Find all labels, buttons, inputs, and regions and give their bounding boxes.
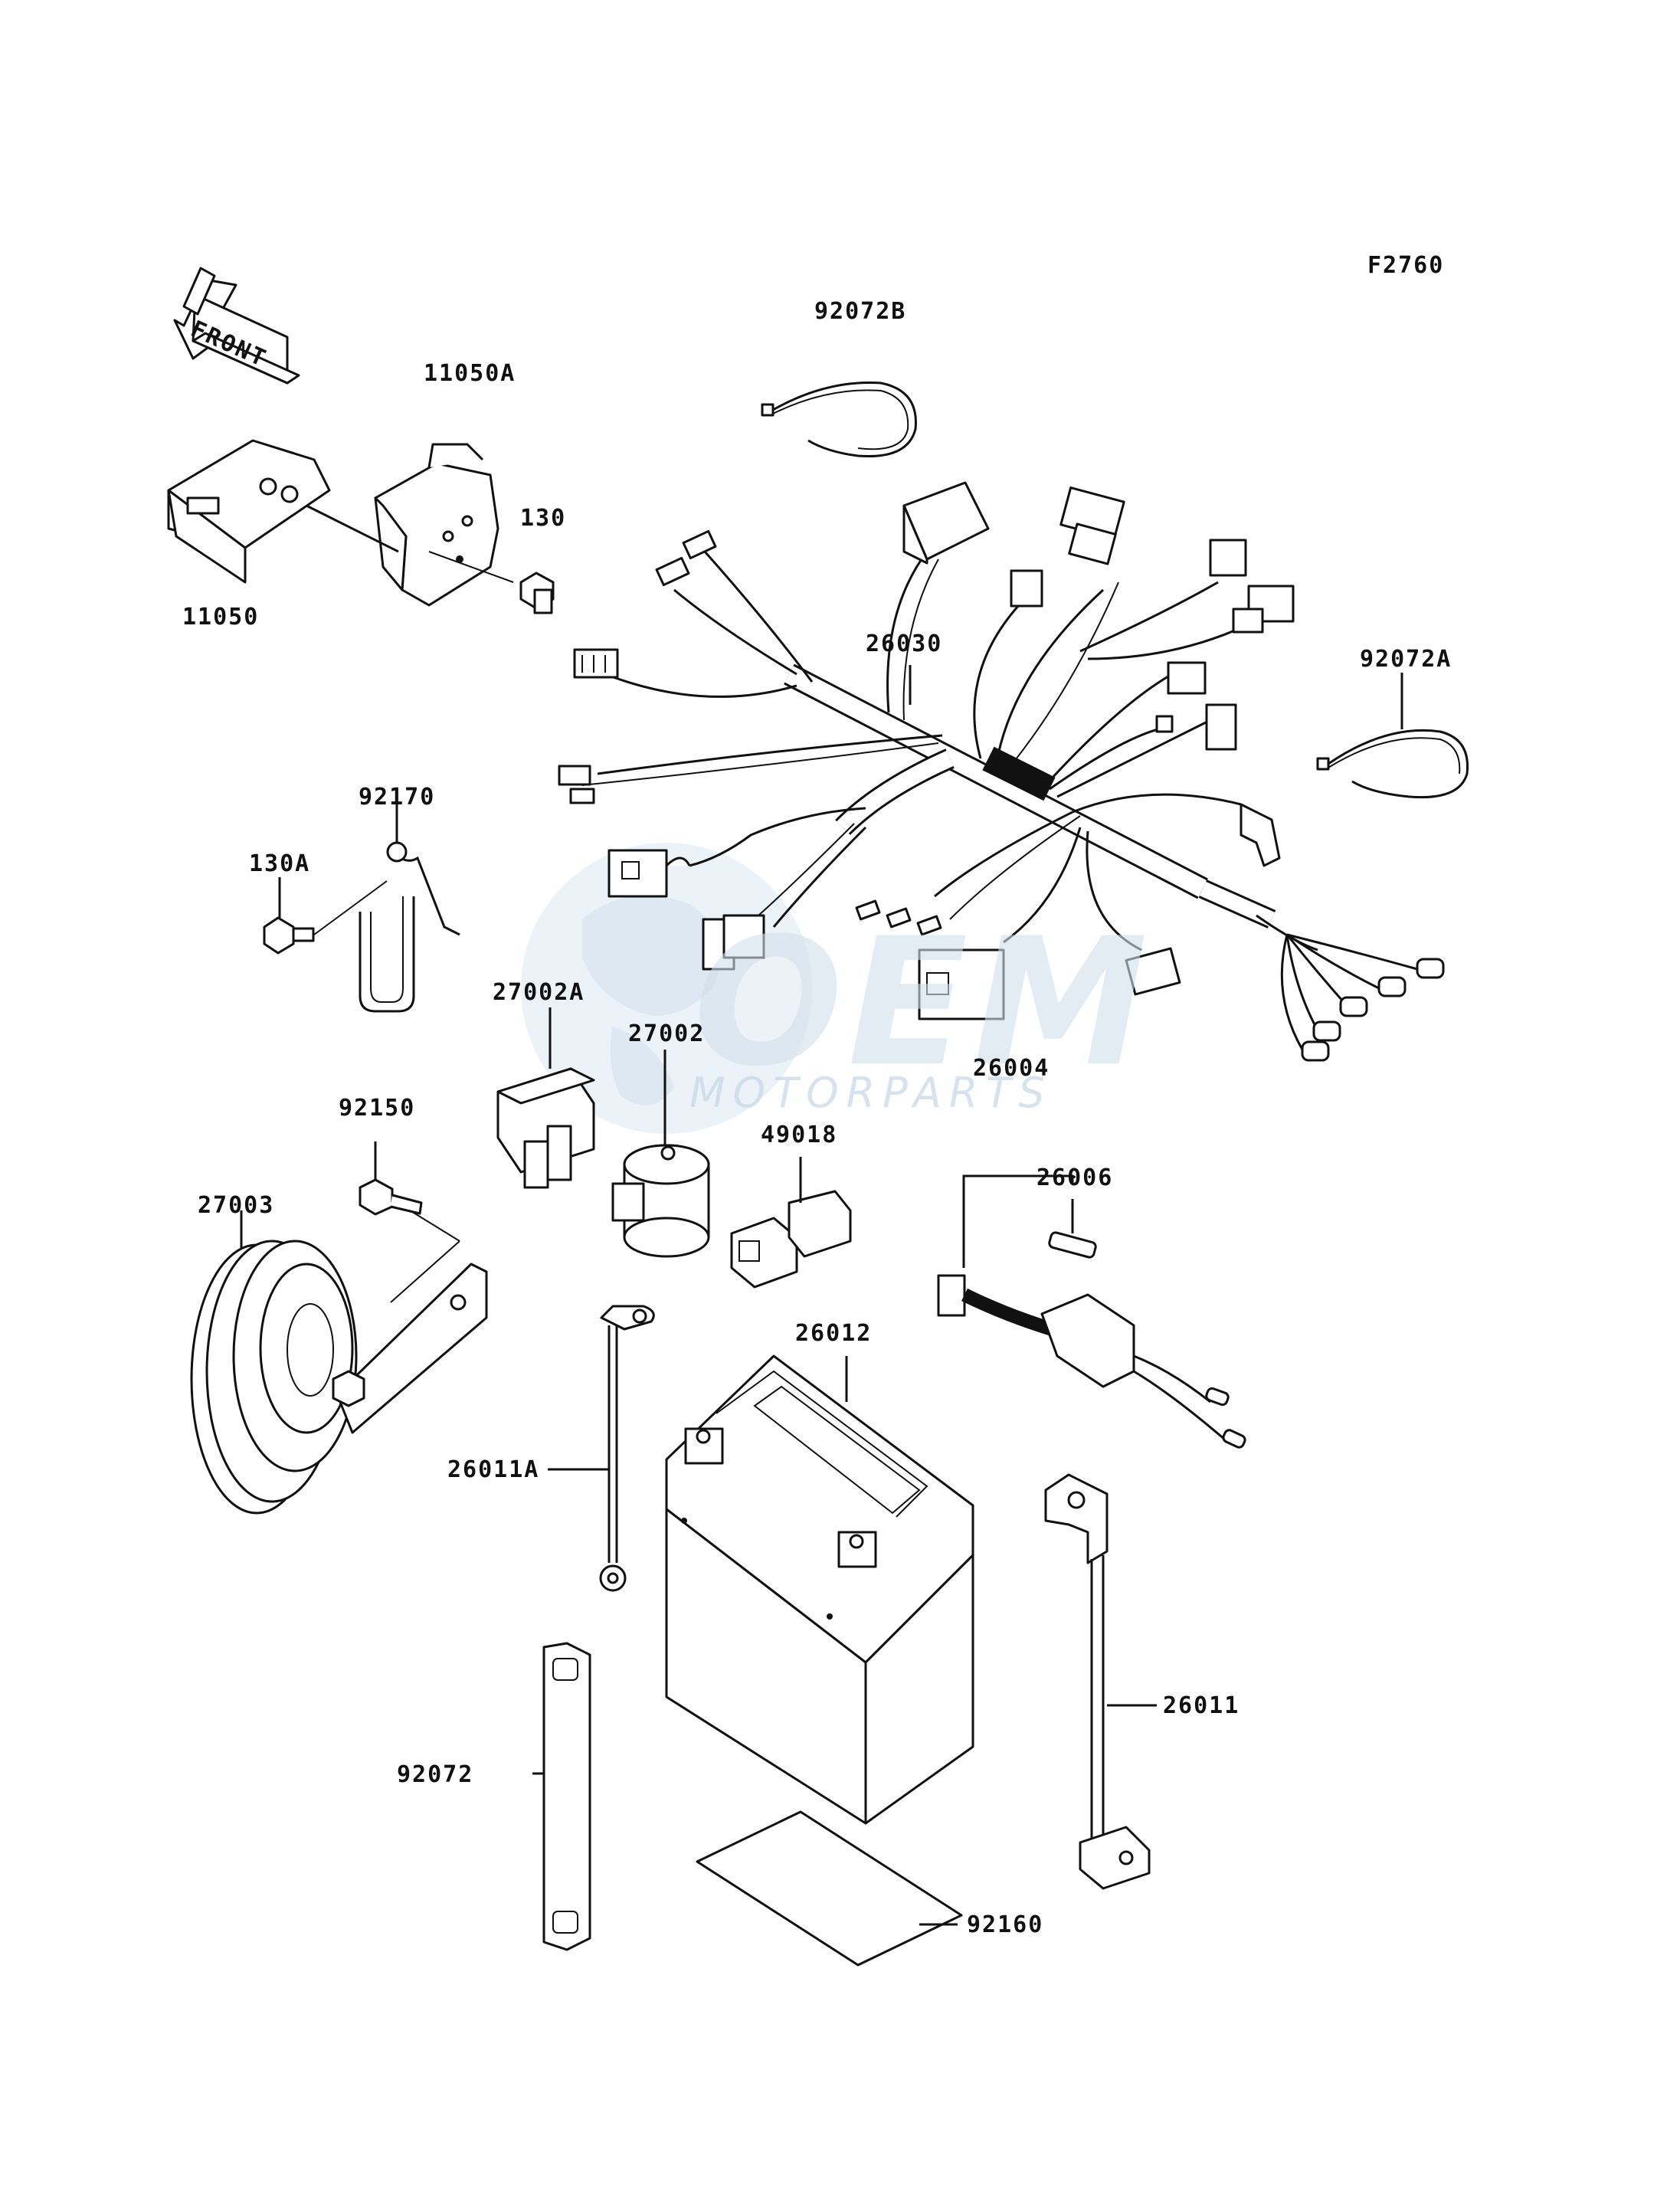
wire-tie-92072a — [1316, 729, 1469, 799]
clamp-92170 — [359, 841, 460, 1013]
callout-92072: 92072 — [397, 1761, 474, 1788]
bracket-11050a — [374, 443, 499, 607]
callout-92150: 92150 — [339, 1095, 416, 1122]
callout-26004: 26004 — [973, 1055, 1050, 1082]
callout-26011a: 26011A — [447, 1456, 540, 1483]
callout-11050: 11050 — [182, 604, 260, 630]
relay-27002 — [611, 1144, 710, 1258]
connector-49018 — [730, 1190, 852, 1289]
horn-27003 — [190, 1240, 488, 1515]
callout-130a: 130A — [249, 850, 311, 877]
bolt-130 — [519, 572, 555, 614]
wire-tie-92072b — [761, 381, 917, 458]
callout-92072b: 92072B — [814, 298, 907, 325]
callout-26011: 26011 — [1163, 1692, 1240, 1719]
callout-27003: 27003 — [198, 1192, 275, 1219]
bolt-92150 — [359, 1178, 423, 1216]
callout-26012: 26012 — [795, 1320, 873, 1347]
bracket-11050 — [167, 439, 331, 584]
battery-cable-26011 — [1044, 1473, 1151, 1890]
callout-27002a: 27002A — [493, 979, 585, 1006]
callout-11050a: 11050A — [424, 360, 516, 387]
relay-27002a — [496, 1067, 595, 1189]
fuse-holder-26004 — [937, 1274, 1246, 1449]
fuse-26006 — [1048, 1231, 1097, 1259]
bolt-130a — [263, 916, 315, 955]
pad-92160 — [696, 1810, 963, 1967]
callout-92072a: 92072A — [1360, 646, 1452, 673]
callout-26030: 26030 — [866, 630, 943, 657]
watermark-brand: OEM — [693, 901, 1153, 1105]
battery-cable-26011a — [599, 1305, 655, 1592]
callout-92160: 92160 — [967, 1911, 1044, 1938]
watermark-tagline: MOTORPARTS — [689, 1069, 1053, 1117]
callout-130: 130 — [520, 505, 567, 532]
wiring-harness-26030 — [558, 481, 1445, 1062]
callout-27002: 27002 — [628, 1020, 706, 1047]
front-arrow-icon — [173, 267, 300, 385]
battery-26012 — [665, 1354, 974, 1825]
callout-49018: 49018 — [761, 1122, 838, 1148]
callout-26006: 26006 — [1036, 1164, 1114, 1191]
callout-92170: 92170 — [359, 784, 436, 811]
battery-band-92072 — [542, 1642, 591, 1951]
figure-code: F2760 — [1367, 252, 1445, 279]
